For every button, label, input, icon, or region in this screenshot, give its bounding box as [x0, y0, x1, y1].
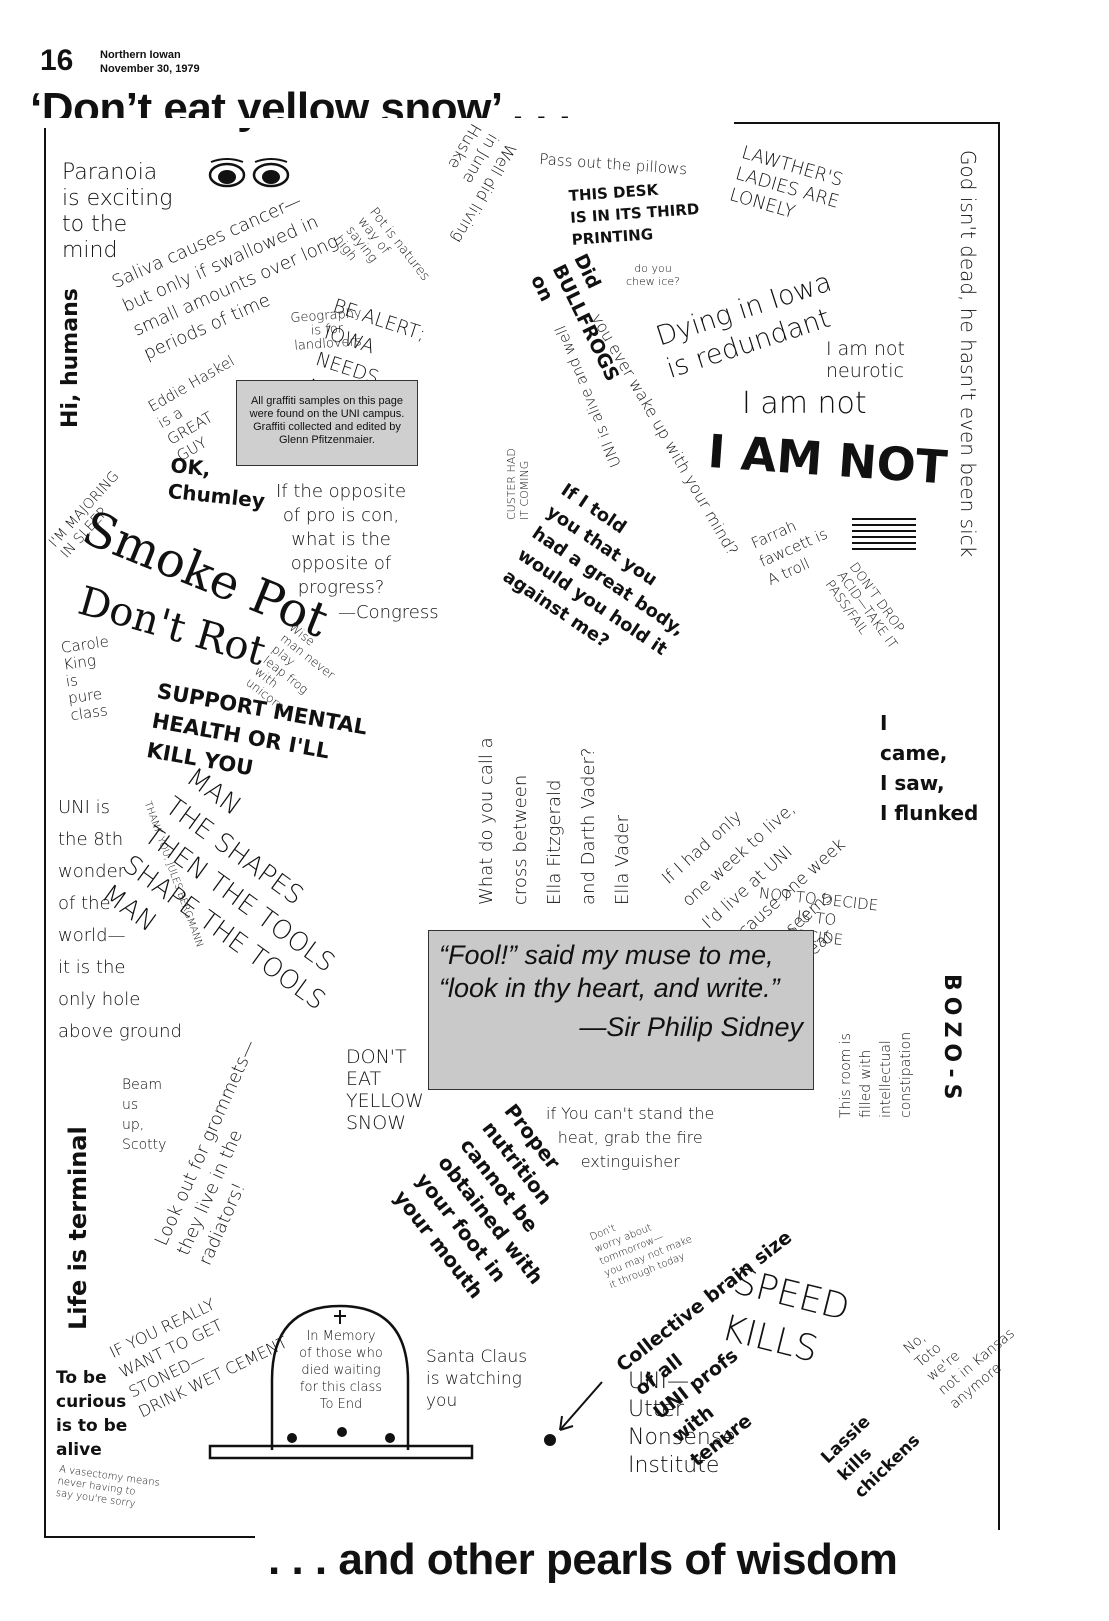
graffiti-tombstone: In Memory of those who died waiting for … — [299, 1329, 383, 1412]
graffiti-not-neurotic: I am not neurotic — [826, 338, 905, 382]
frame-gap-bottom — [255, 1530, 1015, 1544]
publication-info: Northern Iowan November 30, 1979 — [100, 48, 200, 76]
editor-note-box: All graffiti samples on this page were f… — [236, 380, 418, 466]
graffiti-uni-8th: UNI is the 8th wonder of the world— it i… — [58, 797, 182, 1042]
graffiti-yellow-snow: DON'T EAT YELLOW SNOW — [346, 1046, 424, 1134]
graffiti-geography: Geography is for landlovers — [289, 306, 363, 354]
graffiti-custer: CUSTER HAD IT COMING — [505, 448, 531, 520]
graffiti-i-came: I came, I saw, I flunked — [880, 711, 979, 825]
arrow-doodle — [544, 1381, 603, 1446]
graffiti-bozo: BOZO-S — [939, 974, 964, 1106]
quote-attribution: —Sir Philip Sidney — [579, 1012, 803, 1042]
graffiti-congress: —Congress — [338, 602, 439, 623]
graffiti-fire: if You can't stand the heat, grab the fi… — [546, 1104, 715, 1171]
graffiti-beam-up: Beam us up, Scotty — [122, 1077, 167, 1153]
hatch-doodle — [852, 518, 916, 554]
graffiti-desk: THIS DESK IS IN ITS THIRD PRINTING — [568, 180, 700, 249]
graffiti-ella: What do you call a cross between Ella Fi… — [476, 737, 633, 905]
graffiti-i-am-not: I am not — [742, 386, 867, 421]
graffiti-curious: To be curious is to be alive — [56, 1368, 128, 1460]
graffiti-opposite-pro: If the opposite of pro is con, what is t… — [276, 481, 407, 598]
quote-text: “Fool!” said my muse to me, “look in thy… — [439, 940, 780, 1003]
footer-headline: . . . and other pearls of wisdom — [268, 1535, 898, 1584]
graffiti-uni-nonsense: UNI— Utter Nonsense Institute — [628, 1369, 736, 1478]
graffiti-god: God isn't dead, he hasn't even been sick — [956, 150, 980, 558]
graffiti-chew-ice: do you chew ice? — [626, 262, 680, 288]
publication-date: November 30, 1979 — [100, 63, 200, 75]
publication-name: Northern Iowan — [100, 49, 181, 61]
graffiti-santa: Santa Claus is watching you — [426, 1347, 528, 1411]
frame-gap-top — [44, 118, 734, 128]
quote-box: “Fool!” said my muse to me, “look in thy… — [428, 930, 814, 1090]
eyes-doodle — [208, 158, 290, 188]
graffiti-humans: Hi, humans — [58, 288, 83, 428]
graffiti-life-terminal: Life is terminal — [64, 1126, 92, 1330]
graffiti-constipation: This room is filled with intellectual co… — [838, 1031, 914, 1118]
page-number: 16 — [40, 44, 74, 77]
tombstone-doodle — [208, 1304, 474, 1460]
graffiti-paranoia: Paranoia is exciting to the mind — [62, 160, 173, 263]
